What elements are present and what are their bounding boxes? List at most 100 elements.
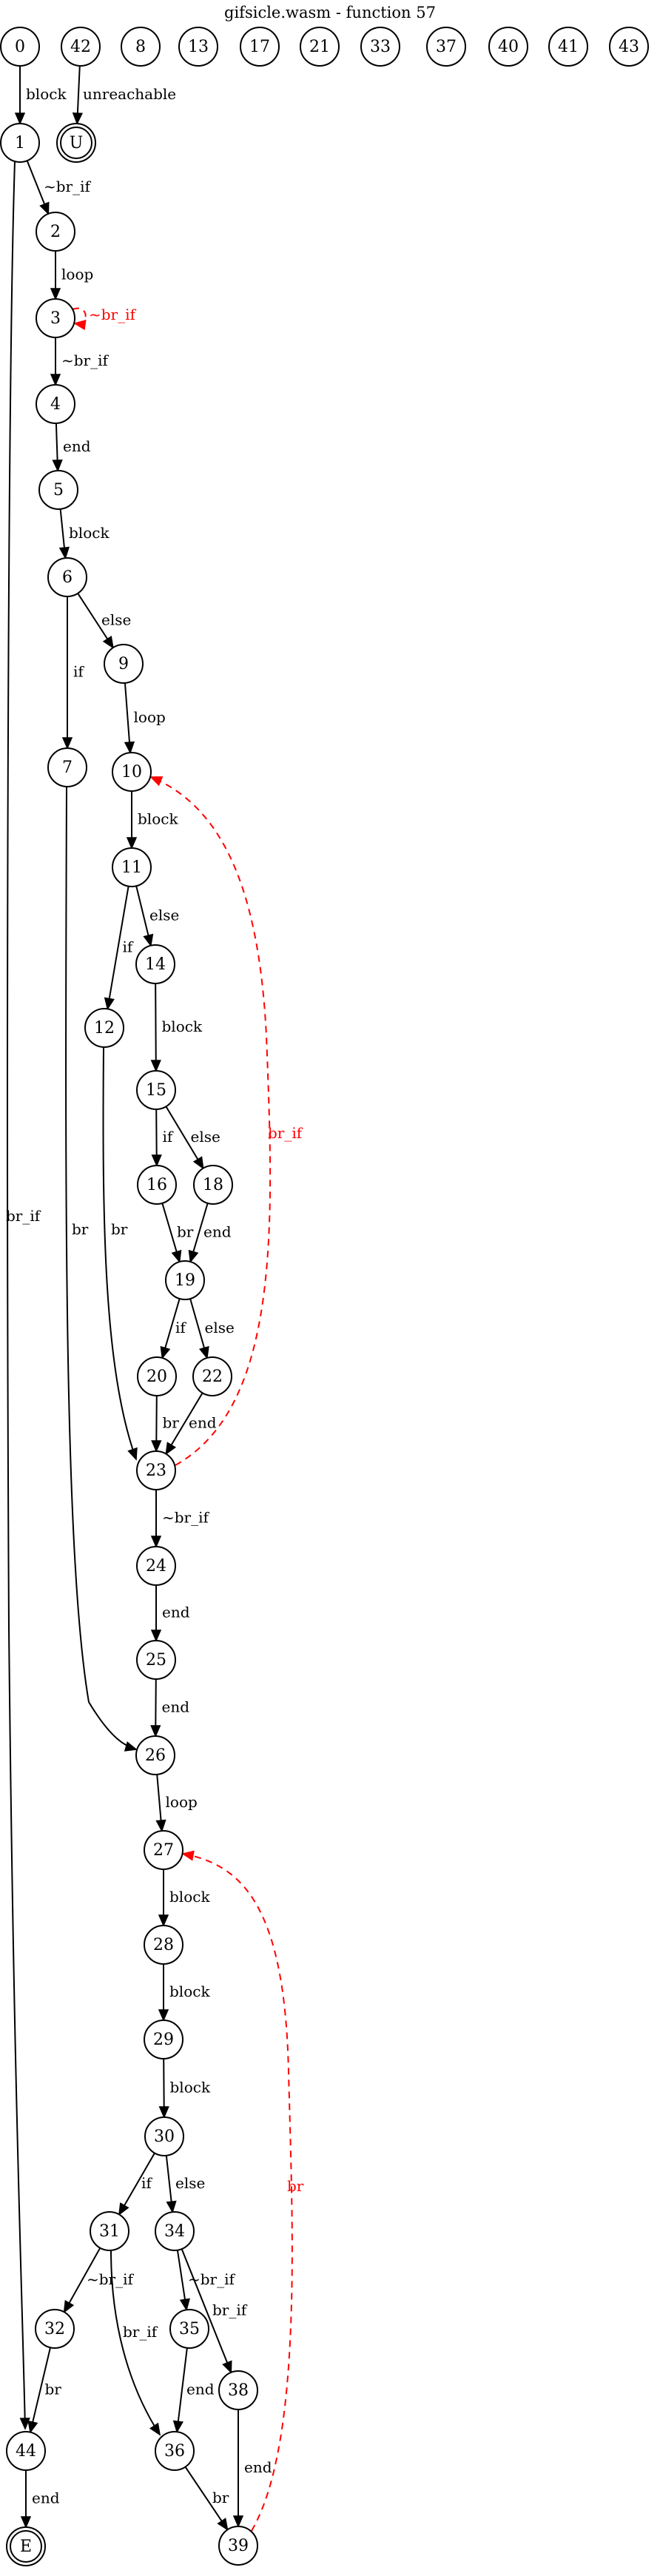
node-label: 8 bbox=[135, 38, 146, 56]
node-circle bbox=[135, 1735, 175, 1775]
edge-15-to-16: if bbox=[151, 1109, 174, 1167]
node-circle bbox=[300, 27, 340, 67]
node-circle bbox=[35, 2309, 75, 2349]
arrowhead bbox=[150, 1536, 162, 1548]
edge-25-to-26: end bbox=[150, 1678, 189, 1738]
node-label: 14 bbox=[145, 955, 166, 974]
arrowhead bbox=[72, 112, 84, 125]
edge-30-to-31: if bbox=[118, 2153, 155, 2216]
arrowhead bbox=[149, 776, 164, 787]
edge-label: ~br_if bbox=[87, 2270, 135, 2288]
arrowhead bbox=[181, 1850, 195, 1861]
graph-node-29: 29 bbox=[144, 2020, 183, 2059]
edge-15-to-18: else bbox=[165, 1106, 220, 1170]
arrowhead bbox=[158, 2106, 169, 2119]
edge-36-to-39: br bbox=[184, 2466, 229, 2531]
graph-node-14: 14 bbox=[135, 944, 175, 984]
node-label: 44 bbox=[16, 2442, 36, 2461]
graph-node-13: 13 bbox=[178, 27, 218, 67]
node-circle bbox=[38, 470, 78, 510]
graph-node-7: 7 bbox=[47, 747, 87, 787]
graph-node-38: 38 bbox=[218, 2370, 258, 2410]
edge-19-to-20: if bbox=[160, 1298, 186, 1359]
node-label: 6 bbox=[62, 568, 73, 587]
edge-12-to-23: br bbox=[102, 1046, 138, 1461]
graph-node-27: 27 bbox=[144, 1830, 183, 1870]
arrowhead bbox=[73, 320, 87, 331]
graph-node-40: 40 bbox=[488, 27, 528, 67]
graph-node-37: 37 bbox=[426, 27, 466, 67]
node-inner-circle bbox=[60, 127, 92, 159]
edge-label: if bbox=[73, 663, 84, 681]
node-label: 25 bbox=[146, 1651, 166, 1669]
node-circle bbox=[144, 2020, 183, 2059]
node-label: 9 bbox=[118, 655, 129, 673]
edge-23-to-10: br_if bbox=[149, 776, 303, 1466]
edge-label: end bbox=[186, 2381, 215, 2398]
edge-28-to-29: block bbox=[158, 1964, 210, 2022]
edge-line bbox=[107, 886, 129, 1009]
edge-42-to-u: unreachable bbox=[72, 65, 176, 125]
node-label: 40 bbox=[498, 38, 519, 56]
edge-1-to-2: ~br_if bbox=[26, 160, 92, 215]
node-label: 35 bbox=[179, 2320, 200, 2338]
edge-label: loop bbox=[61, 266, 93, 283]
node-circle bbox=[193, 1165, 233, 1205]
node-circle bbox=[112, 752, 152, 792]
node-label: 15 bbox=[146, 1081, 166, 1100]
graph-title: gifsicle.wasm - function 57 bbox=[224, 4, 436, 21]
exit-node: E bbox=[6, 2526, 46, 2566]
graph-node-36: 36 bbox=[155, 2431, 195, 2471]
edge-line bbox=[150, 776, 272, 1466]
node-label: 4 bbox=[50, 395, 61, 414]
edge-label: end bbox=[162, 1604, 190, 1621]
graph-node-25: 25 bbox=[136, 1640, 176, 1680]
graph-node-0: 0 bbox=[0, 27, 40, 67]
node-circle bbox=[104, 644, 144, 684]
node-circle bbox=[218, 2526, 258, 2566]
edge-7-to-26: br bbox=[65, 786, 138, 1752]
edge-31-to-36: br_if bbox=[110, 2250, 161, 2436]
graph-node-19: 19 bbox=[165, 1260, 205, 1300]
arrowhead bbox=[20, 2516, 32, 2529]
edge-label: else bbox=[205, 1319, 235, 1336]
edge-0-to-1: block bbox=[14, 66, 67, 125]
arrowhead bbox=[222, 2360, 232, 2374]
arrowhead bbox=[171, 1249, 182, 1263]
graph-node-15: 15 bbox=[136, 1070, 176, 1110]
edge-5-to-6: block bbox=[58, 508, 110, 560]
node-circle bbox=[136, 1450, 176, 1490]
edge-label: ~br_if bbox=[188, 2270, 236, 2288]
edge-11-to-14: else bbox=[135, 886, 179, 947]
node-label: 12 bbox=[94, 1019, 115, 1038]
edge-label: ~br_if bbox=[89, 306, 137, 323]
node-circle bbox=[84, 1008, 124, 1048]
edge-label: unreachable bbox=[83, 85, 176, 103]
node-circle bbox=[178, 27, 218, 67]
edge-2-to-3: loop bbox=[50, 251, 93, 300]
edge-6-to-9: else bbox=[77, 593, 131, 649]
edge-label: block bbox=[170, 2079, 211, 2096]
node-label: U bbox=[70, 134, 84, 152]
node-label: 17 bbox=[249, 38, 270, 56]
edge-18-to-19: end bbox=[188, 1203, 232, 1263]
arrowhead bbox=[124, 741, 135, 754]
node-label: 29 bbox=[153, 2031, 174, 2049]
graph-node-39: 39 bbox=[218, 2526, 258, 2566]
edge-6-to-7: if bbox=[61, 596, 84, 750]
edge-16-to-19: br bbox=[161, 1203, 194, 1263]
edge-label: if bbox=[163, 1128, 174, 1146]
node-label: 28 bbox=[153, 1936, 174, 1954]
arrowhead bbox=[39, 201, 50, 215]
edge-22-to-23: end bbox=[165, 1392, 217, 1456]
node-circle bbox=[90, 2211, 129, 2251]
edge-line bbox=[102, 1046, 137, 1460]
graph-node-18: 18 bbox=[193, 1165, 233, 1205]
node-circle bbox=[136, 1070, 176, 1110]
arrowhead bbox=[188, 1249, 199, 1263]
graph-node-8: 8 bbox=[121, 27, 161, 67]
graph-node-17: 17 bbox=[240, 27, 280, 67]
edge-label: br bbox=[287, 2177, 304, 2195]
graph-node-34: 34 bbox=[155, 2211, 195, 2251]
